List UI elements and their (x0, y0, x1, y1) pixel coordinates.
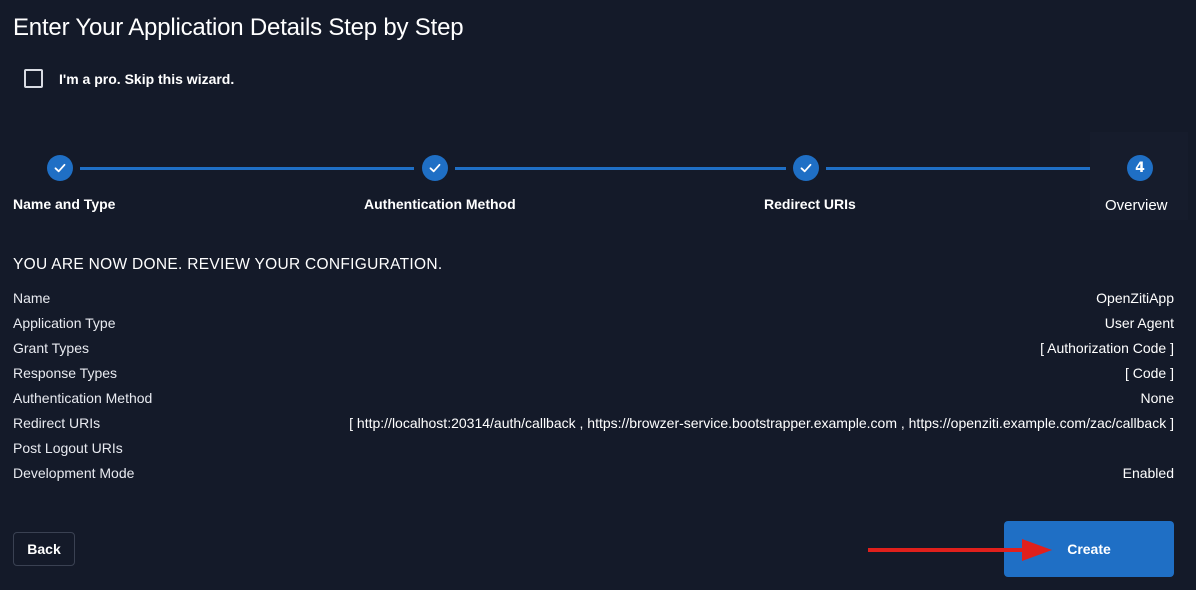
review-key: Application Type (13, 315, 116, 331)
create-button[interactable]: Create (1004, 521, 1174, 577)
check-icon (429, 163, 441, 173)
review-value: OpenZitiApp (1096, 290, 1174, 306)
step-2-indicator[interactable] (422, 155, 448, 181)
skip-wizard-checkbox[interactable] (24, 69, 43, 88)
skip-wizard-label: I'm a pro. Skip this wizard. (59, 70, 235, 87)
skip-wizard-toggle[interactable]: I'm a pro. Skip this wizard. (24, 69, 234, 88)
review-value: [ http://localhost:20314/auth/callback ,… (349, 415, 1174, 431)
review-key: Development Mode (13, 465, 135, 481)
review-row: Post Logout URIs (13, 438, 1174, 463)
review-list: Name OpenZitiApp Application Type User A… (13, 288, 1174, 488)
review-value: None (1140, 390, 1174, 406)
review-value: Enabled (1122, 465, 1174, 481)
page-title: Enter Your Application Details Step by S… (13, 14, 464, 41)
review-value: [ Authorization Code ] (1040, 340, 1174, 356)
review-key: Post Logout URIs (13, 440, 123, 456)
check-icon (54, 163, 66, 173)
review-row: Development Mode Enabled (13, 463, 1174, 488)
step-4-label: Overview (1105, 197, 1168, 214)
step-connector (455, 167, 786, 170)
review-row: Redirect URIs [ http://localhost:20314/a… (13, 413, 1174, 438)
step-connector (826, 167, 1120, 170)
review-key: Name (13, 290, 51, 306)
review-key: Authentication Method (13, 390, 153, 406)
step-3-indicator[interactable] (793, 155, 819, 181)
review-row: Application Type User Agent (13, 313, 1174, 338)
review-value: User Agent (1104, 315, 1174, 331)
step-connector (80, 167, 414, 170)
step-4-indicator[interactable]: 4 (1127, 155, 1153, 181)
review-row: Name OpenZitiApp (13, 288, 1174, 313)
review-row: Authentication Method None (13, 388, 1174, 413)
step-4-number: 4 (1135, 160, 1145, 176)
step-2-label: Authentication Method (364, 196, 516, 212)
step-1-label: Name and Type (13, 196, 116, 212)
step-3-label: Redirect URIs (764, 196, 856, 212)
review-heading: YOU ARE NOW DONE. REVIEW YOUR CONFIGURAT… (13, 256, 443, 273)
back-button[interactable]: Back (13, 532, 75, 566)
review-key: Response Types (13, 365, 118, 381)
step-1-indicator[interactable] (47, 155, 73, 181)
review-row: Grant Types [ Authorization Code ] (13, 338, 1174, 363)
wizard-stepper: Name and Type Authentication Method Redi… (0, 132, 1196, 230)
review-key: Grant Types (13, 340, 90, 356)
review-value: [ Code ] (1124, 365, 1174, 381)
review-row: Response Types [ Code ] (13, 363, 1174, 388)
check-icon (800, 163, 812, 173)
review-key: Redirect URIs (13, 415, 101, 431)
